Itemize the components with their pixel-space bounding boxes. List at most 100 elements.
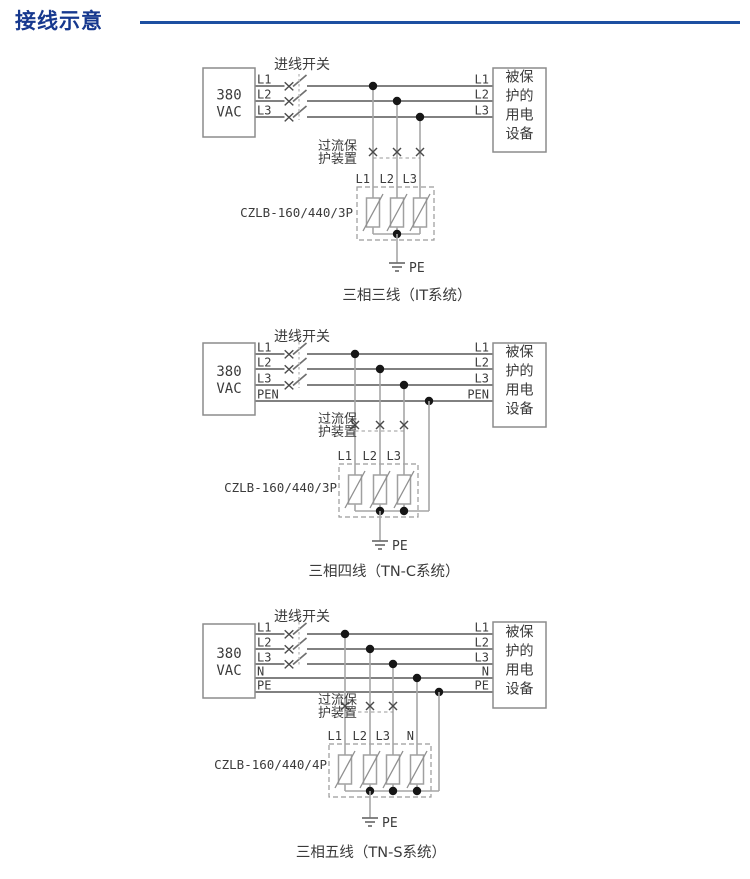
load-box xyxy=(492,342,547,428)
bus-junction-dot xyxy=(399,506,409,516)
varistor-diagonal xyxy=(344,470,366,509)
load-label-line: 被保 xyxy=(506,70,534,86)
wire-label-left-L2: L2 xyxy=(257,356,271,370)
source-label: VAC xyxy=(216,381,241,397)
ocp-label-line1: 过流保 xyxy=(318,139,357,154)
switch-contact-cross xyxy=(284,629,294,639)
load-label-line: 被保 xyxy=(506,625,534,641)
wire-label-left-L1: L1 xyxy=(257,341,271,355)
wire-label-right-PEN: PEN xyxy=(467,388,489,402)
load-label-line: 用电 xyxy=(506,663,534,679)
varistor-diagonal xyxy=(409,193,431,232)
load-label-line: 用电 xyxy=(506,108,534,124)
wire-label-left-L3: L3 xyxy=(257,372,271,386)
wire-label-right-L1: L1 xyxy=(475,73,489,87)
spd-model-label: CZLB-160/440/3P xyxy=(240,205,353,220)
load-label-line: 护的 xyxy=(506,364,534,380)
switch-contact-cross xyxy=(284,349,294,359)
varistor-diagonal xyxy=(362,193,384,232)
wire-label-right-PE: PE xyxy=(475,679,489,693)
switch-contact-cross xyxy=(284,380,294,390)
wire-junction-dot xyxy=(388,659,398,669)
load-label-line: 用电 xyxy=(506,383,534,399)
spd-boundary-box xyxy=(356,186,435,241)
ocp-label-line1: 过流保 xyxy=(318,693,357,708)
pe-label: PE xyxy=(409,261,425,276)
wire-label-right-L2: L2 xyxy=(475,88,489,102)
ocp-label-line1: 过流保 xyxy=(318,412,357,427)
switch-blade xyxy=(292,373,308,387)
bus-junction-dot xyxy=(412,786,422,796)
ocp-cross xyxy=(375,420,385,430)
varistor-diagonal xyxy=(334,750,356,789)
page-title: 接线示意 xyxy=(15,9,103,33)
ocp-cross xyxy=(365,701,375,711)
spd-terminal-label: N xyxy=(407,729,414,743)
wire-label-right-L1: L1 xyxy=(475,621,489,635)
spd-terminal-label: L2 xyxy=(363,449,377,463)
source-box xyxy=(202,342,256,416)
source-label: VAC xyxy=(216,105,241,121)
varistor-diagonal xyxy=(406,750,428,789)
varistor-diagonal xyxy=(359,750,381,789)
ocp-cross xyxy=(399,420,409,430)
bus-junction-dot xyxy=(388,786,398,796)
wire-label-right-L3: L3 xyxy=(475,651,489,665)
wire-label-left-L2: L2 xyxy=(257,88,271,102)
wire-junction-dot xyxy=(415,112,425,122)
spd-terminal-label: L1 xyxy=(356,172,370,186)
varistor-diagonal xyxy=(386,193,408,232)
switch-contact-cross xyxy=(284,659,294,669)
wire-junction-dot xyxy=(412,673,422,683)
load-label-line: 护的 xyxy=(506,89,534,105)
wire-junction-dot xyxy=(365,644,375,654)
wire-label-left-PEN: PEN xyxy=(257,388,279,402)
ocp-cross xyxy=(392,147,402,157)
spd-boundary-box xyxy=(338,463,419,518)
wire-label-left-L1: L1 xyxy=(257,621,271,635)
ocp-cross xyxy=(340,701,350,711)
wire-label-right-N: N xyxy=(482,665,489,679)
source-box xyxy=(202,623,256,699)
wire-label-left-L1: L1 xyxy=(257,73,271,87)
ocp-label-line2: 护装置 xyxy=(318,152,357,167)
spd-terminal-label: L3 xyxy=(403,172,417,186)
switch-contact-cross xyxy=(284,112,294,122)
incoming-switch-label: 进线开关 xyxy=(274,329,330,345)
spd-terminal-label: L3 xyxy=(376,729,390,743)
incoming-switch-label: 进线开关 xyxy=(274,609,330,625)
switch-contact-cross xyxy=(284,96,294,106)
pe-label: PE xyxy=(382,816,398,831)
wire-label-left-N: N xyxy=(257,665,264,679)
load-box xyxy=(492,621,547,709)
source-label: 380 xyxy=(216,88,241,104)
wire-junction-dot xyxy=(350,349,360,359)
wire-junction-dot xyxy=(392,96,402,106)
load-label-line: 设备 xyxy=(506,126,534,143)
wire-label-left-PE: PE xyxy=(257,679,271,693)
wire-label-right-L3: L3 xyxy=(475,372,489,386)
switch-blade xyxy=(292,105,308,119)
ocp-cross xyxy=(350,420,360,430)
spd-terminal-label: L1 xyxy=(338,449,352,463)
wire-label-right-L1: L1 xyxy=(475,341,489,355)
ocp-cross xyxy=(415,147,425,157)
wire-label-right-L2: L2 xyxy=(475,636,489,650)
varistor-diagonal xyxy=(369,470,391,509)
load-label-line: 设备 xyxy=(506,401,534,418)
title-rule xyxy=(140,21,740,24)
spd-model-label: CZLB-160/440/3P xyxy=(224,480,337,495)
diagram-caption: 三相五线（TN-S系统） xyxy=(296,844,446,861)
wire-label-left-L3: L3 xyxy=(257,104,271,118)
wire-label-right-L3: L3 xyxy=(475,104,489,118)
source-label: VAC xyxy=(216,663,241,679)
wire-junction-dot xyxy=(399,380,409,390)
incoming-switch-label: 进线开关 xyxy=(274,57,330,73)
wire-junction-dot xyxy=(368,81,378,91)
load-label-line: 被保 xyxy=(506,345,534,361)
load-box xyxy=(492,67,547,153)
ocp-label-line2: 护装置 xyxy=(318,706,357,721)
